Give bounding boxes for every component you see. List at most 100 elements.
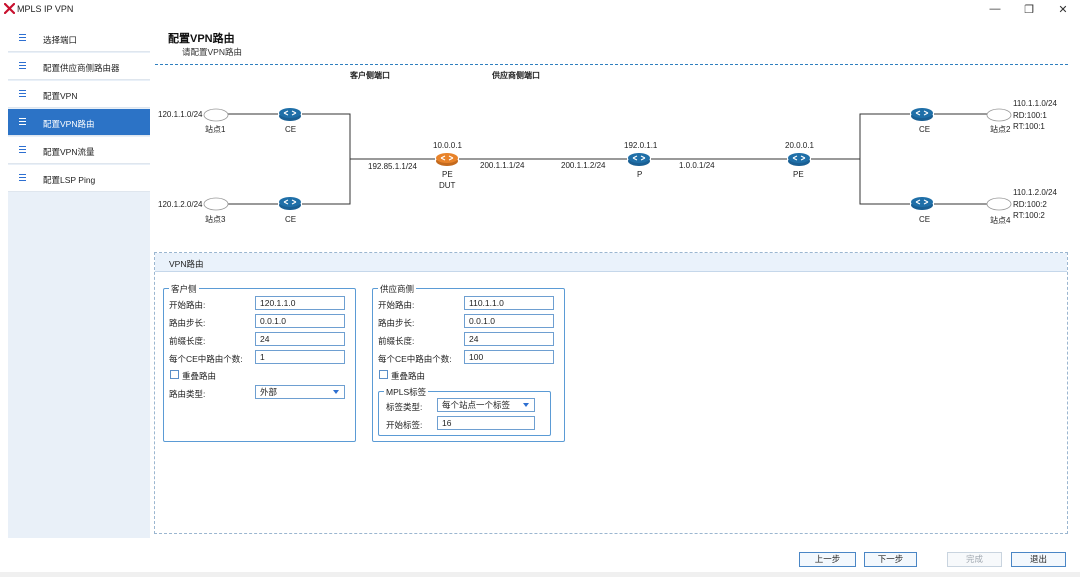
panel-header: VPN路由 — [155, 253, 1067, 272]
customer-overlap-route-label: 重叠路由 — [182, 370, 216, 382]
p-ip-label: 192.0.1.1 — [624, 141, 657, 150]
ce-left-top-label: CE — [285, 125, 296, 134]
page-title: 配置VPN路由 — [168, 30, 235, 46]
status-strip — [0, 572, 1080, 577]
provider-routes-per-ce-label: 每个CE中路由个数: — [378, 353, 452, 365]
site2-network: 110.1.1.0/24 — [1013, 99, 1057, 108]
list-icon — [19, 118, 26, 125]
site2-cloud-icon — [986, 108, 1012, 122]
customer-prefix-length-label: 前缀长度: — [169, 335, 205, 347]
provider-overlap-route-checkbox[interactable] — [379, 370, 388, 379]
mpls-start-label-label: 开始标签: — [386, 419, 422, 431]
close-button[interactable]: ✕ — [1046, 0, 1080, 18]
site1-network: 120.1.1.0/24 — [158, 110, 202, 119]
vpn-route-panel: VPN路由 客户侧 开始路由: 路由步长: 前缀长度: 每个CE中路由个数: 重… — [154, 252, 1068, 534]
link-ce-dut-ip: 192.85.1.1/24 — [368, 162, 417, 171]
provider-start-route-label: 开始路由: — [378, 299, 414, 311]
customer-routes-per-ce-label: 每个CE中路由个数: — [169, 353, 243, 365]
customer-group-title: 客户侧 — [169, 283, 199, 295]
provider-side-port-label: 供应商侧端口 — [492, 70, 540, 81]
minimize-button[interactable]: — — [978, 0, 1012, 18]
list-icon — [19, 34, 26, 41]
maximize-button[interactable]: ❐ — [1012, 0, 1046, 18]
sidebar-item-config-vpn[interactable]: 配置VPN — [8, 81, 150, 108]
site4-rd: RD:100:2 — [1013, 200, 1047, 209]
chevron-down-icon — [333, 390, 339, 394]
link-p-pe-ip: 1.0.0.1/24 — [679, 161, 715, 170]
list-icon — [19, 146, 26, 153]
dut-router-icon — [435, 151, 459, 167]
exit-button[interactable]: 退出 — [1011, 552, 1066, 567]
customer-start-route-label: 开始路由: — [169, 299, 205, 311]
site3-label: 站点3 — [205, 214, 225, 225]
next-button[interactable]: 下一步 — [864, 552, 917, 567]
ce-router-icon — [910, 106, 934, 122]
customer-start-route-input[interactable] — [255, 296, 345, 310]
ce-router-icon — [910, 195, 934, 211]
provider-routes-per-ce-input[interactable] — [464, 350, 554, 364]
sidebar-item-label: 配置VPN路由 — [43, 118, 94, 130]
sidebar-item-lsp-ping[interactable]: 配置LSP Ping — [8, 165, 150, 192]
site4-label: 站点4 — [990, 215, 1010, 226]
list-icon — [19, 174, 26, 181]
provider-route-step-input[interactable] — [464, 314, 554, 328]
title-bar: MPLS IP VPN — ❐ ✕ — [0, 0, 1080, 18]
customer-route-type-value: 外部 — [260, 387, 277, 397]
customer-route-step-input[interactable] — [255, 314, 345, 328]
site2-rt: RT:100:1 — [1013, 122, 1045, 131]
pe-label: PE — [793, 170, 804, 179]
site1-label: 站点1 — [205, 124, 225, 135]
mpls-label-group: MPLS标签 标签类型: 每个站点一个标签 开始标签: — [378, 391, 551, 436]
mpls-label-type-value: 每个站点一个标签 — [442, 400, 510, 410]
pe-router-icon — [787, 151, 811, 167]
dut-label: DUT — [439, 181, 455, 190]
link-dut-p-ip-b: 200.1.1.2/24 — [561, 161, 605, 170]
site2-label: 站点2 — [990, 124, 1010, 135]
customer-side-port-label: 客户侧端口 — [350, 70, 390, 81]
sidebar-item-vpn-route[interactable]: 配置VPN路由 — [8, 109, 150, 136]
minimize-icon: — — [990, 3, 1001, 15]
sidebar-item-label: 选择端口 — [43, 34, 77, 46]
dut-ip-label: 10.0.0.1 — [433, 141, 462, 150]
ce-left-bottom-label: CE — [285, 215, 296, 224]
dut-pe-label: PE — [442, 170, 453, 179]
site2-rd: RD:100:1 — [1013, 111, 1047, 120]
restore-icon: ❐ — [1024, 3, 1034, 16]
pe-ip-label: 20.0.0.1 — [785, 141, 814, 150]
mpls-label-type-select[interactable]: 每个站点一个标签 — [437, 398, 535, 412]
provider-start-route-input[interactable] — [464, 296, 554, 310]
ce-router-icon — [278, 195, 302, 211]
ce-router-icon — [278, 106, 302, 122]
window-title: MPLS IP VPN — [17, 4, 73, 14]
mpls-start-label-input[interactable] — [437, 416, 535, 430]
customer-route-type-select[interactable]: 外部 — [255, 385, 345, 399]
mpls-label-type-label: 标签类型: — [386, 401, 422, 413]
site3-cloud-icon — [203, 197, 229, 211]
ce-right-top-label: CE — [919, 125, 930, 134]
header-divider — [155, 64, 1068, 65]
sidebar-item-label: 配置LSP Ping — [43, 174, 95, 186]
sidebar-item-provider-router[interactable]: 配置供应商侧路由器 — [8, 53, 150, 80]
sidebar-item-vpn-traffic[interactable]: 配置VPN流量 — [8, 137, 150, 164]
finish-button[interactable]: 完成 — [947, 552, 1002, 567]
customer-routes-per-ce-input[interactable] — [255, 350, 345, 364]
sidebar-item-label: 配置VPN流量 — [43, 146, 94, 158]
list-icon — [19, 90, 26, 97]
customer-prefix-length-input[interactable] — [255, 332, 345, 346]
sidebar: 选择端口 配置供应商侧路由器 配置VPN 配置VPN路由 配置VPN流量 配置L… — [8, 25, 150, 538]
provider-prefix-length-label: 前缀长度: — [378, 335, 414, 347]
sidebar-item-label: 配置供应商侧路由器 — [43, 62, 120, 74]
p-label: P — [637, 170, 642, 179]
prev-button[interactable]: 上一步 — [799, 552, 856, 567]
provider-prefix-length-input[interactable] — [464, 332, 554, 346]
customer-overlap-route-checkbox[interactable] — [170, 370, 179, 379]
sidebar-item-select-port[interactable]: 选择端口 — [8, 25, 150, 52]
site4-network: 110.1.2.0/24 — [1013, 188, 1057, 197]
customer-side-group: 客户侧 开始路由: 路由步长: 前缀长度: 每个CE中路由个数: 重叠路由 路由… — [163, 288, 356, 442]
app-logo-icon — [4, 3, 15, 14]
site3-network: 120.1.2.0/24 — [158, 200, 202, 209]
topology-diagram: 客户侧端口 供应商侧端口 120.1.1.0/24 站点1 120.1.2.0/… — [155, 66, 1080, 248]
ce-right-bottom-label: CE — [919, 215, 930, 224]
provider-group-title: 供应商侧 — [378, 283, 416, 295]
p-router-icon — [627, 151, 651, 167]
